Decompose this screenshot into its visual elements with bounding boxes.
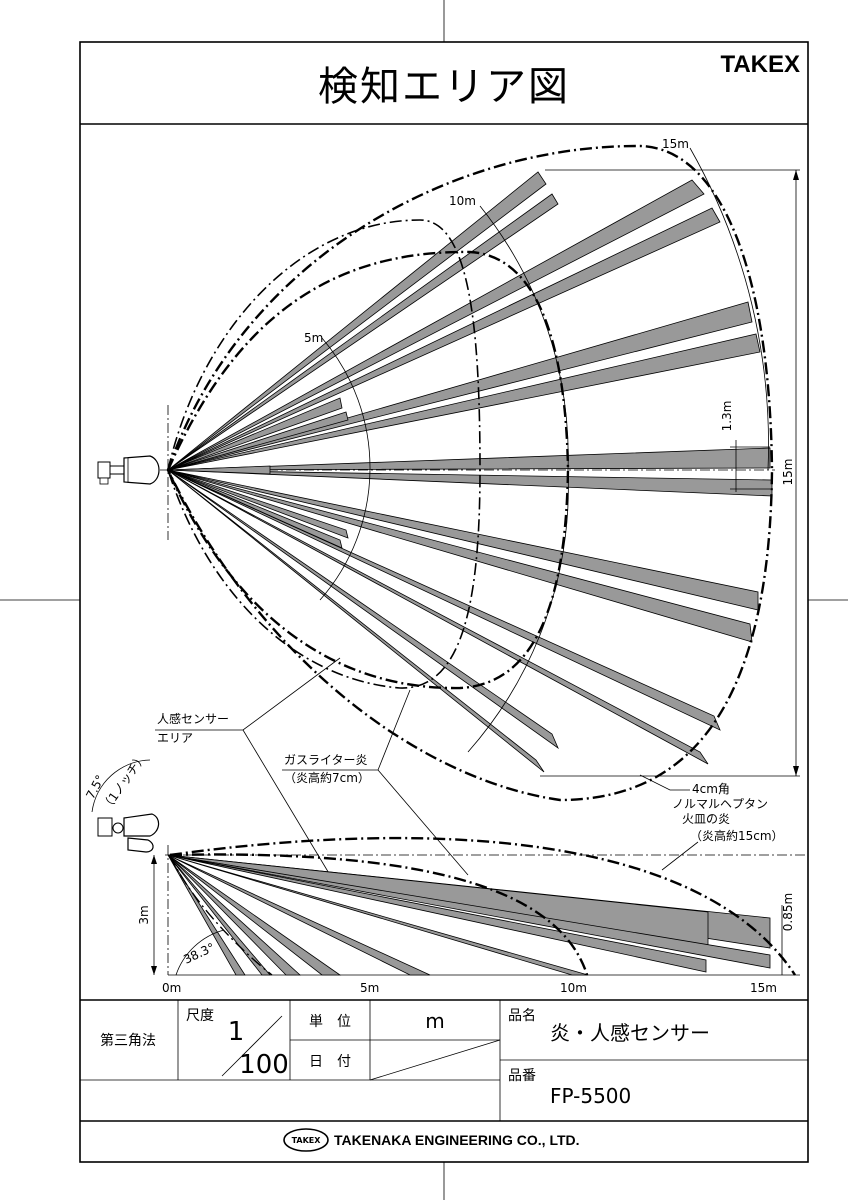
angle-label: 38.3° (181, 940, 217, 967)
side-beam (167, 854, 589, 976)
footer-logo-text: TAKEX (292, 1136, 322, 1145)
axis-tick-10m: 10m (560, 981, 587, 995)
product-name-label: 品名 (508, 1008, 536, 1024)
scale-label: 尺度 (186, 1008, 214, 1024)
tilt-notch-label: （1ノッチ） (99, 750, 149, 813)
callout-heptane-line1: 4cm角 (692, 782, 730, 796)
callout-pir-line2: エリア (157, 731, 193, 745)
plan-beam (167, 469, 721, 731)
diagram-title: 検知エリア図 (318, 64, 570, 110)
drawing-frame (79, 41, 809, 1163)
arc-label-5m: 5m (304, 331, 323, 345)
unit-label: 単 位 (309, 1014, 351, 1030)
projection-method: 第三角法 (100, 1032, 156, 1049)
dim-label-15m: 15m (781, 459, 795, 486)
side-near-area (169, 854, 273, 976)
callout-pir-line1: 人感センサー (157, 711, 229, 726)
callout-heptane-line4: （炎高約15cm） (690, 828, 784, 843)
tilt-arc (91, 759, 151, 813)
plan-beam (167, 179, 705, 471)
side-beam (167, 854, 342, 976)
company-name: TAKENAKA ENGINEERING CO., LTD. (334, 1132, 580, 1148)
plan-beam (167, 469, 349, 539)
side-beam (167, 854, 302, 976)
axis-tick-0m: 0m (162, 981, 181, 995)
axis-tick-5m: 5m (360, 981, 379, 995)
side-view: 38.3° 3m 0.85m 7.5° （1ノッチ） 0m 5m 10m 15m (83, 750, 805, 995)
plan-beam (167, 469, 343, 549)
brand-name: TAKEX (720, 51, 800, 78)
sensor-icon (97, 813, 160, 853)
plan-beam (167, 411, 349, 471)
sensor-icon (97, 455, 160, 485)
takex-logo-icon: TAKEX (283, 1128, 329, 1152)
plan-beam (167, 469, 559, 750)
plan-beams (167, 171, 773, 773)
arc-label-15m: 15m (662, 137, 689, 151)
title-block (80, 999, 808, 1122)
pir-area (167, 219, 481, 689)
plan-beam (167, 207, 721, 471)
arc-label-10m: 10m (449, 194, 476, 208)
date-label: 日 付 (309, 1054, 351, 1070)
dim-label-085m: 0.85m (781, 893, 795, 931)
callout-heptane-line3: 火皿の炎 (682, 812, 730, 826)
plan-beam (167, 469, 709, 765)
arc-5m (319, 337, 371, 601)
callout-gas-line1: ガスライター炎 (284, 753, 368, 767)
heptane-area (166, 144, 774, 802)
plan-beam (167, 465, 271, 475)
dim-label-beam: 1.3m (720, 401, 734, 432)
callout-heptane-line2: ノルマルヘプタン (672, 797, 768, 811)
plan-beam (167, 469, 545, 773)
callout-leaders (155, 657, 699, 876)
side-gas-area (169, 853, 590, 979)
product-no: FP-5500 (550, 1084, 631, 1108)
scale-numerator: 1 (228, 1017, 245, 1047)
side-beam (167, 854, 271, 976)
scale-denominator: 100 (239, 1050, 289, 1080)
plan-beam (167, 447, 771, 471)
side-beam (167, 854, 431, 976)
plan-beam (167, 469, 759, 611)
plan-beam (167, 397, 343, 471)
side-beams (167, 854, 771, 976)
dim-label-3m: 3m (137, 905, 151, 924)
arc-10m (467, 205, 569, 753)
plan-beam (167, 171, 547, 471)
gas-lighter-area (166, 250, 570, 690)
callout-gas-line2: （炎高約7cm） (284, 770, 370, 785)
plan-view: 5m 10m 15m 15m 1.3m (97, 137, 800, 802)
plan-beam (167, 469, 753, 643)
angle-arc (175, 929, 225, 976)
side-beam (167, 854, 771, 969)
unit-value: m (425, 1009, 444, 1033)
product-name: 炎・人感センサー (550, 1021, 710, 1045)
plan-beam (167, 469, 773, 497)
axis-tick-15m: 15m (750, 981, 777, 995)
plan-beam (167, 333, 761, 471)
product-no-label: 品番 (508, 1068, 536, 1084)
side-beam (167, 854, 246, 976)
